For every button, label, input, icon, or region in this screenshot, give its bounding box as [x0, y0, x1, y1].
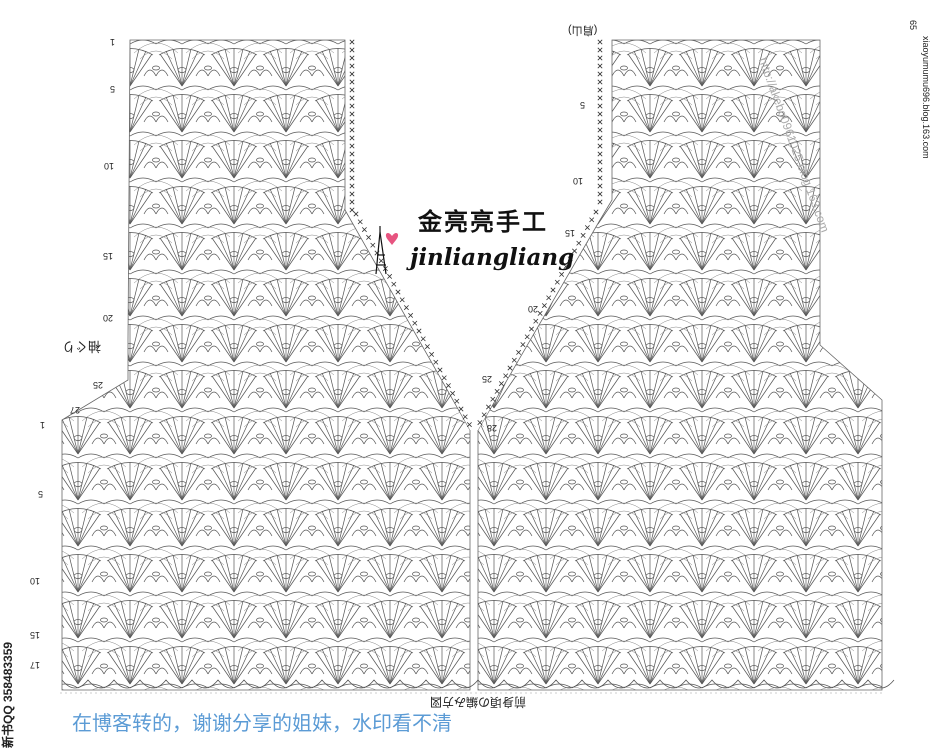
qq-text: 新书QQ 358483359	[1, 641, 15, 748]
left-edge-x-stitches	[349, 39, 472, 428]
caption: 在博客转的，谢谢分享的姐妹，水印看不清	[72, 711, 452, 735]
row-number: 15	[103, 251, 114, 261]
left-front-piece-overlay	[62, 40, 470, 690]
tower-icon	[375, 226, 387, 275]
row-number: 10	[30, 576, 41, 586]
row-number: 5	[38, 489, 44, 499]
row-number: 5	[110, 84, 116, 94]
row-number: 25	[482, 374, 493, 384]
row-number: 17	[30, 660, 41, 670]
neckline-v	[355, 0, 600, 430]
right-edge-x-stitches	[477, 39, 603, 426]
sleeve-label: 袖ぐり	[62, 339, 102, 354]
row-number: 27	[70, 405, 81, 415]
shoulder-label: (肩山)	[568, 24, 598, 36]
row-number: 15	[30, 630, 41, 640]
row-number: 10	[104, 161, 115, 171]
bottom-edge	[61, 679, 895, 689]
row-number: 20	[103, 313, 114, 323]
logo-chinese: 金亮亮手工	[418, 207, 548, 236]
page-number: 65	[908, 20, 918, 31]
row-number: 10	[573, 176, 584, 186]
row-number: 28	[487, 423, 498, 433]
row-number: 1	[40, 420, 46, 430]
row-number: 20	[528, 304, 539, 314]
heart-icon	[385, 233, 399, 245]
row-number: 5	[580, 100, 586, 110]
logo-english: jinliangliang	[410, 244, 575, 271]
side-watermark: xiaoyumumu696.blog.163.com	[921, 36, 931, 159]
row-number: 25	[93, 380, 104, 390]
row-number: 1	[110, 37, 116, 47]
row-number: 15	[565, 228, 576, 238]
right-front-piece-overlay	[478, 40, 882, 690]
